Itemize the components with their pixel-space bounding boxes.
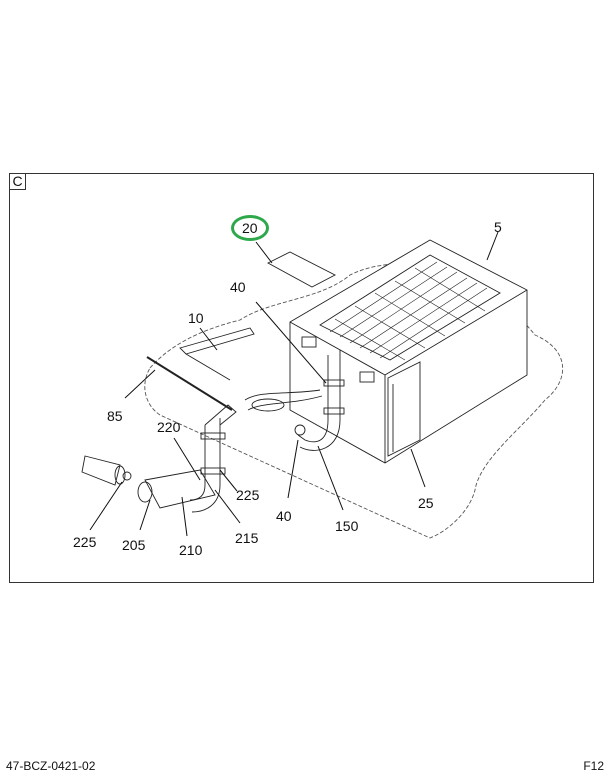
callout-85[interactable]: 85 — [107, 408, 123, 424]
callout-5[interactable]: 5 — [494, 219, 502, 235]
sheet-code: F12 — [583, 759, 604, 773]
diagram-frame — [9, 173, 594, 583]
callout-10[interactable]: 10 — [188, 310, 204, 326]
callout-205[interactable]: 205 — [122, 537, 146, 553]
callout-220[interactable]: 220 — [157, 419, 181, 435]
view-label: C — [9, 173, 26, 190]
callout-highlight-ring — [231, 215, 269, 241]
callout-210[interactable]: 210 — [179, 542, 203, 558]
callout-150[interactable]: 150 — [335, 518, 359, 534]
drawing-number: 47-BCZ-0421-02 — [6, 759, 96, 773]
callout-40-upper[interactable]: 40 — [230, 279, 246, 295]
callout-20[interactable]: 20 — [242, 220, 258, 236]
callout-215[interactable]: 215 — [235, 530, 259, 546]
callout-225-right[interactable]: 225 — [236, 487, 260, 503]
callout-40-lower[interactable]: 40 — [276, 508, 292, 524]
callout-25[interactable]: 25 — [418, 495, 434, 511]
callout-225-left[interactable]: 225 — [73, 534, 97, 550]
